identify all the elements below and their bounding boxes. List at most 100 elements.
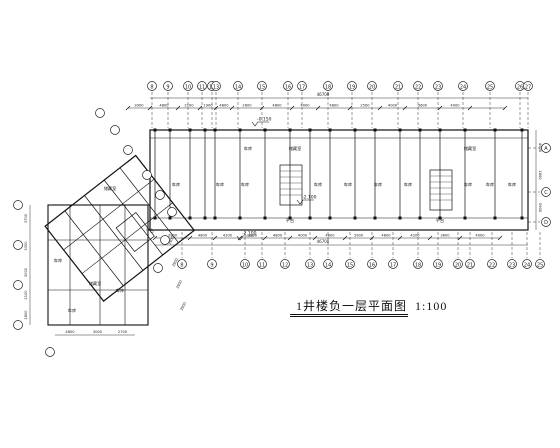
top-axis-bubble <box>367 81 377 91</box>
room-label: 车库 <box>216 181 224 188</box>
caption-scale: 1:100 <box>415 299 448 313</box>
column <box>398 216 402 220</box>
room-label: 车库 <box>508 181 516 188</box>
bottom-axis-bubble <box>388 259 398 269</box>
bottom-axis-bubble <box>487 259 497 269</box>
room-label: 车库 <box>116 287 124 294</box>
column <box>238 216 242 220</box>
top-dim-label: 4800 <box>329 104 339 108</box>
top-axis-bubble <box>485 81 495 91</box>
top-dim-label: 4800 <box>219 104 229 108</box>
top-axis-label: 16 <box>285 85 291 91</box>
bottom-axis-bubble <box>323 259 333 269</box>
column <box>168 216 172 220</box>
top-dim-tick <box>315 105 321 111</box>
left-axis-bubble <box>13 320 23 330</box>
diag-dim-label: 3900 <box>167 235 175 246</box>
bottom-dim-tick <box>497 235 503 241</box>
bottom-dim-tick <box>369 235 375 241</box>
column <box>438 128 442 132</box>
caption-underline <box>290 314 408 317</box>
bottom-axis-label: 16 <box>369 263 375 269</box>
top-dim-label: 3600 <box>418 104 428 108</box>
bottom-axis-label: 22 <box>489 263 495 269</box>
right-axis-bubble <box>541 217 551 227</box>
wing-bottom-dim-label: 2700 <box>118 330 128 334</box>
top-axis-label: 8 <box>150 85 153 91</box>
column <box>328 216 332 220</box>
bottom-axis-bubble <box>522 259 532 269</box>
top-axis-bubble <box>458 81 468 91</box>
bottom-dim-label: 4200 <box>410 234 420 238</box>
bottom-dim-label: 4800 <box>198 234 208 238</box>
column <box>520 216 524 220</box>
wing-bottom-dim-label: 3000 <box>93 330 103 334</box>
top-axis-label: 27 <box>525 85 531 91</box>
top-axis-label: 18 <box>325 85 331 91</box>
drawing-caption: 1井楼负一层平面图 1:100 <box>296 297 447 314</box>
top-axis-bubble <box>523 81 533 91</box>
bottom-axis-label: 18 <box>415 263 421 269</box>
level-label: -0.150 <box>257 117 272 123</box>
column <box>418 216 422 220</box>
top-dim-label: 4000 <box>300 104 310 108</box>
bottom-axis-label: 21 <box>467 263 473 269</box>
top-axis-bubble <box>297 81 307 91</box>
bottom-dim-label: 3900 <box>354 234 364 238</box>
room-label: 车库 <box>464 181 472 188</box>
room-label: 车库 <box>68 307 76 314</box>
room-label: 储藏室 <box>89 280 102 287</box>
lower-wing-wall <box>47 204 149 326</box>
level-label: -2.100 <box>302 195 317 201</box>
diag-dim-label: 3900 <box>171 257 179 268</box>
bottom-axis-bubble <box>305 259 315 269</box>
top-dim-label: 2600 <box>242 104 252 108</box>
stair-label: 平台 <box>436 217 444 224</box>
left-axis-bubble <box>13 200 23 210</box>
top-dim-tick <box>402 105 408 111</box>
top-dim-tick <box>229 105 235 111</box>
top-axis-bubble <box>257 81 267 91</box>
top-axis-label: 14 <box>235 85 241 91</box>
column <box>438 216 442 220</box>
bottom-axis-label: 13 <box>307 263 313 269</box>
stair-label: 平台 <box>286 217 294 224</box>
diag-axis-bubble <box>167 207 177 217</box>
top-axis-label: 23 <box>435 85 441 91</box>
top-dim-tick <box>467 105 473 111</box>
column <box>263 128 267 132</box>
top-dim-tick <box>437 105 443 111</box>
bottom-axis-label: 15 <box>347 263 353 269</box>
right-axis-bubbles: ACD <box>528 143 551 227</box>
top-dim-tick <box>147 105 153 111</box>
bottom-dim-label: 3600 <box>440 234 450 238</box>
top-axis-bubble <box>413 81 423 91</box>
column <box>153 128 157 132</box>
column <box>308 216 312 220</box>
column <box>213 128 217 132</box>
column <box>288 128 292 132</box>
top-dim-label: 4800 <box>159 104 169 108</box>
diag-axis-bubble <box>95 108 105 118</box>
bottom-axis-label: 20 <box>455 263 461 269</box>
wing-outer-wall <box>44 154 196 302</box>
left-dim-label: 1800 <box>24 310 28 320</box>
bottom-axis-label: 10 <box>242 263 248 269</box>
bottom-dim-tick <box>397 235 403 241</box>
room-label: 车库 <box>314 181 322 188</box>
bottom-axis-bubble <box>453 259 463 269</box>
bottom-axis-bubble <box>257 259 267 269</box>
caption-number: 1 <box>296 299 303 313</box>
bottom-axis-bubble <box>280 259 290 269</box>
top-total-label: 46700 <box>317 92 330 97</box>
top-axis-bubble <box>163 81 173 91</box>
bottom-axis-bubble <box>507 259 517 269</box>
top-axis-label: 26 <box>517 85 523 91</box>
bottom-dim-label: 4000 <box>298 234 308 238</box>
column <box>263 216 267 220</box>
room-label: 车库 <box>344 181 352 188</box>
stair-label: 平台 <box>146 227 154 234</box>
top-dim-tick <box>377 105 383 111</box>
top-axis-label: 15 <box>259 85 265 91</box>
column <box>328 128 332 132</box>
